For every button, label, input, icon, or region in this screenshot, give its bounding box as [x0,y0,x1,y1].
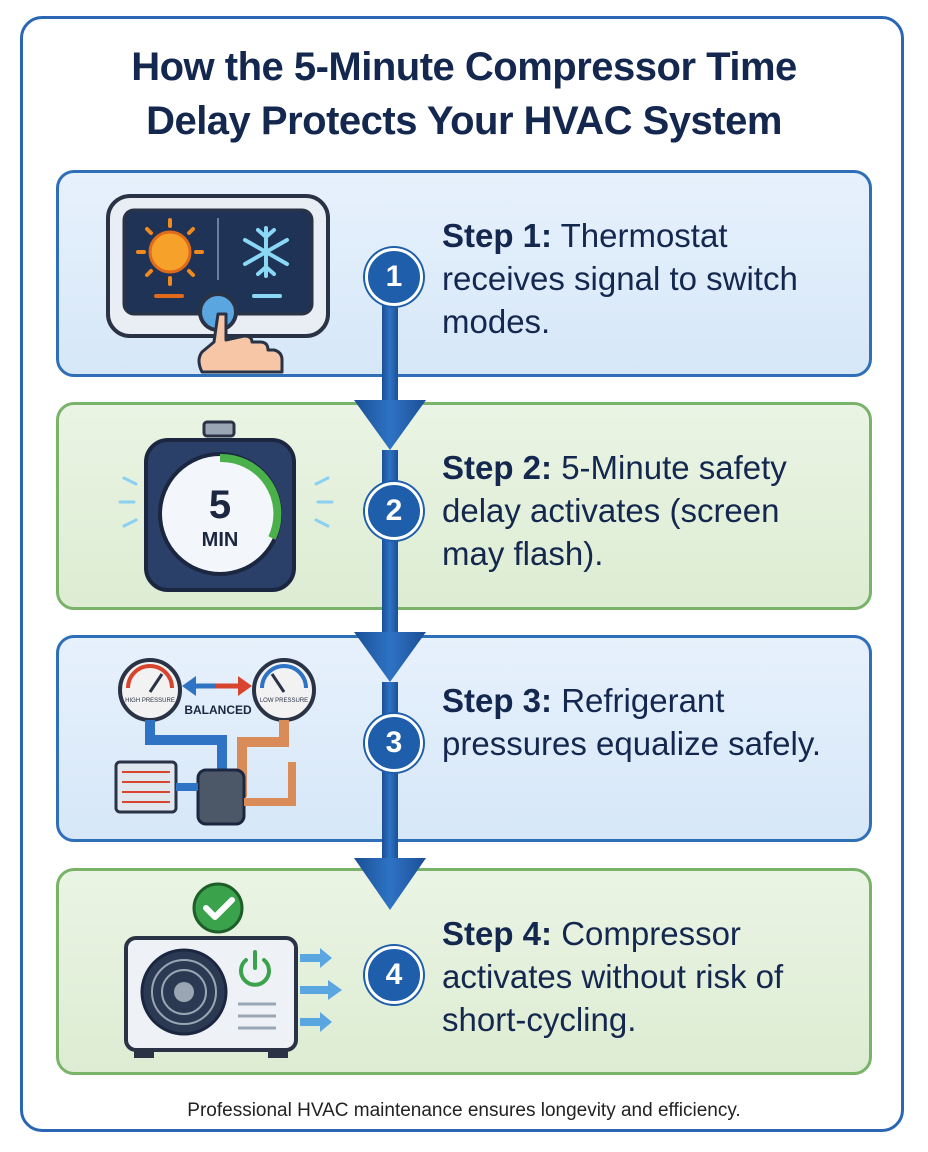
step-2-label: Step 2: [442,449,553,486]
page-title: How the 5-Minute Compressor Time Delay P… [20,40,908,148]
footer-note: Professional HVAC maintenance ensures lo… [187,1100,741,1121]
compressor-unit-illustration [124,882,342,1058]
step-3-description: Refrigerant pressures equalize safely. [442,682,822,762]
balanced-label: BALANCED [184,703,252,717]
flow-arrow [354,270,426,910]
title-line-2: Delay Protects Your HVAC System [146,99,782,143]
airflow-arrows [300,948,342,1032]
sun-icon [136,218,204,286]
step-1-label: Step 1: [442,217,553,254]
step-1-badge: 1 [365,248,423,306]
pointing-hand-icon [197,312,284,374]
fan-icon [140,948,228,1036]
step-3-badge: 3 [365,714,423,772]
title-line-1: How the 5-Minute Compressor Time [131,45,797,89]
step-3-text: Step 3: Refrigerant pressures equalize s… [442,679,822,765]
step-3-label: Step 3: [442,682,553,719]
refrigerant-illustration: HIGH PRESSURE LOW PRESSURE BALANCED [114,658,316,826]
power-icon [239,950,271,987]
step-4-description: Compressor activates without risk of sho… [442,915,784,1038]
low-pressure-gauge: LOW PRESSURE [252,658,316,722]
check-icon [192,882,244,934]
step-4-badge: 4 [365,946,423,1004]
step-4-label: Step 4: [442,915,553,952]
low-pressure-label: LOW PRESSURE [260,698,308,704]
step-1-description: Thermostat receives signal to switch mod… [442,217,798,340]
high-pressure-gauge: HIGH PRESSURE [118,658,182,722]
step-2-description: 5-Minute safety delay activates (screen … [442,449,787,572]
double-arrow-icon [182,676,252,696]
thermostat-illustration [106,194,330,374]
timer-value: 5 [209,483,231,527]
step-1-text: Step 1: Thermostat receives signal to sw… [442,214,822,343]
timer-illustration: 5 MIN [118,420,334,592]
high-pressure-label: HIGH PRESSURE [125,698,175,704]
step-4-text: Step 4: Compressor activates without ris… [442,912,822,1041]
timer-unit: MIN [202,529,239,551]
snowflake-icon [243,226,289,278]
step-2-badge: 2 [365,482,423,540]
step-2-text: Step 2: 5-Minute safety delay activates … [442,446,822,575]
